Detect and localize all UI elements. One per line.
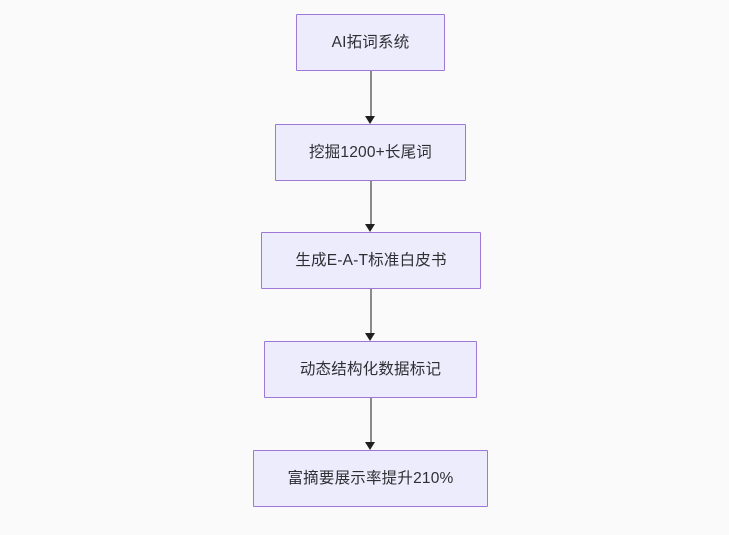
flow-node-generate-eat-whitepaper[interactable]: 生成E-A-T标准白皮书 [261,232,481,289]
flow-node-dynamic-structured-data-markup[interactable]: 动态结构化数据标记 [264,341,477,398]
flow-node-label: 富摘要展示率提升210% [287,469,454,487]
arrowhead-icon [365,442,376,450]
arrowhead-icon [365,333,376,341]
edge-3-to-4 [365,289,376,341]
flow-node-label: 挖掘1200+长尾词 [308,143,433,161]
arrowhead-icon [365,116,376,124]
flow-node-label: AI拓词系统 [331,33,410,51]
edge-2-to-3 [365,181,376,232]
flow-node-label: 动态结构化数据标记 [299,360,442,378]
edge-line [370,289,372,334]
edge-line [370,71,372,117]
edge-line [370,398,372,443]
flow-node-rich-snippet-impression-lift[interactable]: 富摘要展示率提升210% [253,450,488,507]
flow-node-ai-keyword-expansion-system[interactable]: AI拓词系统 [296,14,445,71]
flow-node-label: 生成E-A-T标准白皮书 [295,251,447,269]
edge-1-to-2 [365,71,376,124]
flow-node-mine-longtail-keywords[interactable]: 挖掘1200+长尾词 [275,124,466,181]
edge-4-to-5 [365,398,376,450]
arrowhead-icon [365,224,376,232]
edge-line [370,181,372,225]
